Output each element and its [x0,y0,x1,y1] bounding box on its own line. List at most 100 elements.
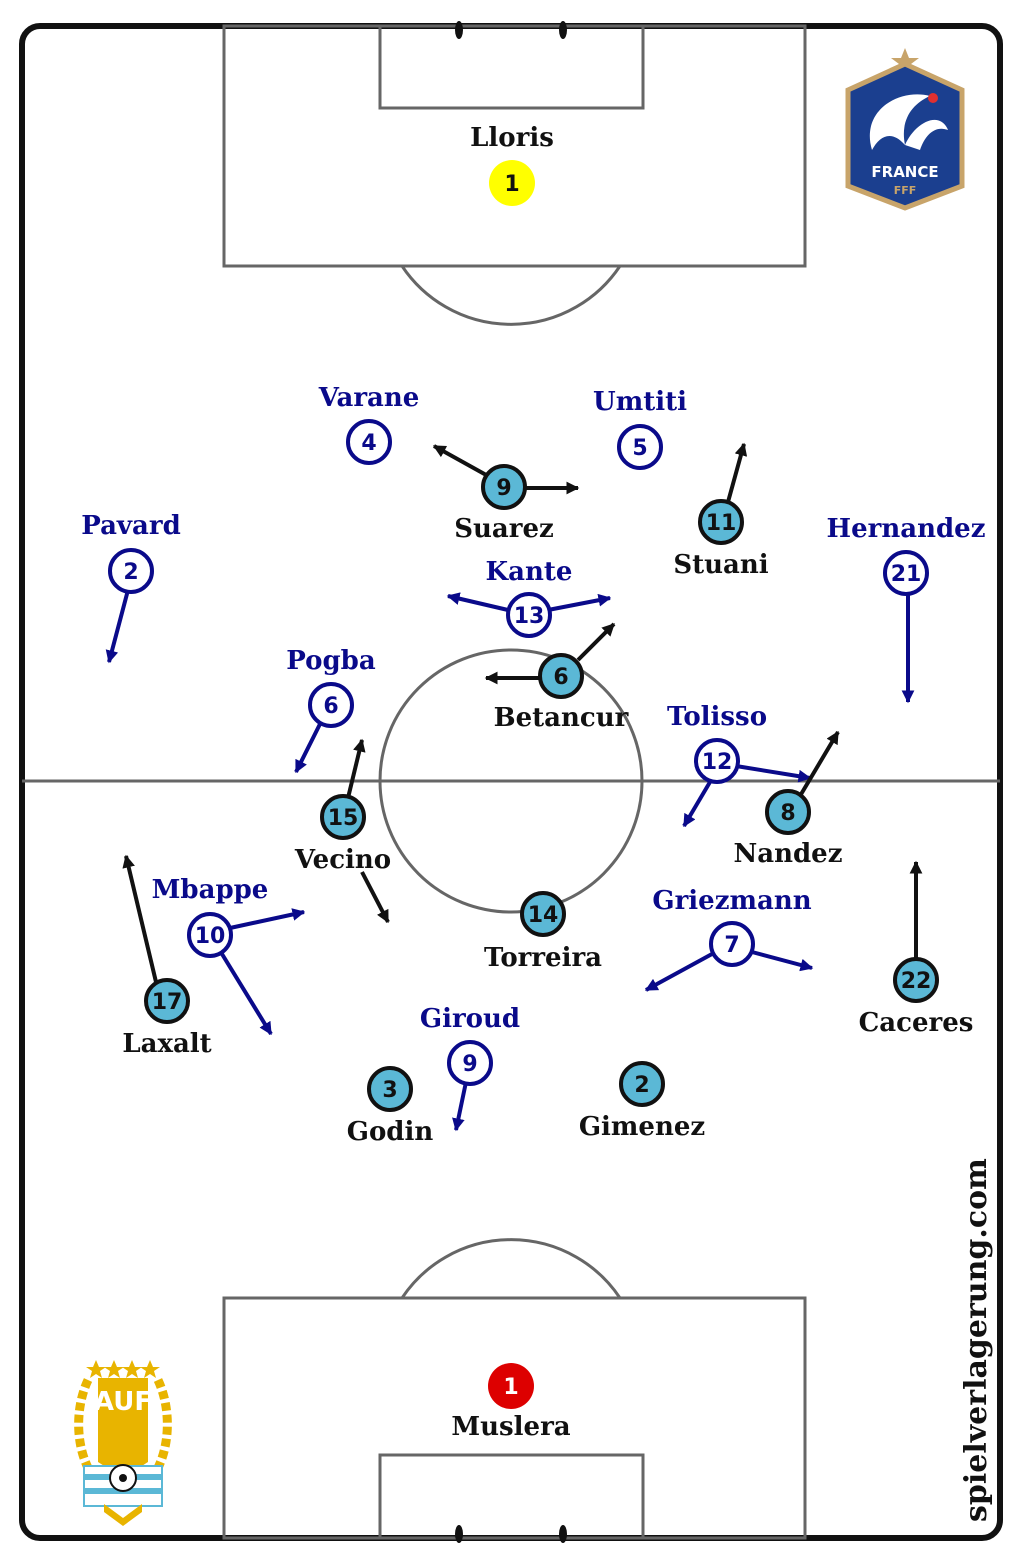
france-arrows [105,589,915,1132]
france-player: Pavard 2 [81,511,181,594]
vecino-down-arrow [360,871,390,924]
player-number: 10 [195,924,226,949]
uruguay-player: 2 Gimenez [579,1061,705,1142]
player-marker [698,499,744,545]
france-player: Varane 4 [318,383,420,465]
player-name: Torreira [484,943,602,973]
laxalt-run-arrow [122,854,158,983]
france-crest-subtext: FFF [894,184,917,197]
france-player: Pogba 6 [286,646,376,728]
player-name: Laxalt [122,1029,211,1059]
uruguay-player: 6 Betancur [494,653,629,733]
player-marker [619,1061,665,1107]
france-player: Mbappe 10 [152,875,268,958]
uruguay-crest-text: AUF [94,1387,152,1417]
player-number: 9 [496,476,511,501]
player-marker [506,592,552,638]
uruguay-arrows [122,442,923,983]
giroud-run-arrow [452,1081,468,1132]
player-number: 22 [901,969,932,994]
uruguay-player: 9 Suarez [454,464,554,544]
player-name: Giroud [420,1004,520,1034]
tolisso-right-arrow [735,764,812,783]
player-marker [709,921,755,967]
griezmann-right-arrow [751,950,814,972]
kante-left-arrow [446,592,509,612]
player-name: Varane [318,383,420,413]
kante-right-arrow [547,593,612,612]
player-name: Pogba [286,646,376,676]
player-marker [694,738,740,784]
player-name: Griezmann [652,886,811,916]
player-number: 12 [702,750,733,775]
player-marker [488,1363,534,1409]
player-number: 21 [891,562,922,587]
top-goal-post-left [455,21,463,39]
player-name: Tolisso [667,702,767,732]
top-goal-area [378,24,645,110]
player-marker [481,464,527,510]
goal-posts [455,21,567,1543]
player-number: 13 [514,604,545,629]
player-marker [187,912,233,958]
player-name: Stuani [673,550,768,580]
player-name: Nandez [733,839,842,869]
player-number: 4 [361,431,376,456]
centre-circle [378,648,644,914]
player-number: 3 [382,1078,397,1103]
top-penalty-arc [400,265,622,326]
player-name: Betancur [494,703,629,733]
player-number: 14 [528,903,559,928]
player-marker [883,550,929,596]
player-number: 1 [504,172,519,197]
player-name: Pavard [81,511,181,541]
player-marker [308,682,354,728]
griezmann-left-arrow [644,952,713,992]
uruguay-player: 17 Laxalt [122,978,212,1059]
player-marker [320,794,366,840]
player-marker [108,548,154,594]
player-name: Lloris [470,123,554,153]
france-player: Umtiti 5 [593,387,687,470]
pitch [19,23,1003,1541]
vecino-up-arrow [346,738,366,799]
top-goal-post-right [559,21,567,39]
pogba-run-arrow [294,723,322,774]
betancur-right-arrow [576,622,616,662]
player-marker [893,957,939,1003]
uruguay-goalkeeper: 1 Muslera [451,1363,571,1442]
france-goalkeeper: Lloris 1 [470,123,554,206]
player-number: 1 [503,1375,518,1400]
stuani-run-arrow [726,442,748,503]
france-crest-icon: FRANCE FFF [845,48,965,211]
nandez-run-arrow [798,730,840,798]
uruguay-player: 22 Caceres [859,957,974,1038]
france-player: Griezmann 7 [652,886,812,967]
france-crest-text: FRANCE [871,163,938,181]
uruguay-player: 15 Vecino [294,794,391,875]
france-player: Kante 13 [486,557,572,638]
player-number: 15 [328,806,359,831]
player-name: Vecino [294,845,391,875]
player-number: 8 [780,801,795,826]
player-name: Caceres [859,1008,974,1038]
player-name: Umtiti [593,387,687,417]
player-number: 7 [724,933,739,958]
player-number: 9 [462,1052,477,1077]
player-name: Hernandez [827,514,986,544]
player-marker [520,891,566,937]
france-player: Tolisso 12 [667,702,767,784]
pavard-run-arrow [105,589,130,664]
france-player: Hernandez 21 [827,514,986,596]
player-marker [765,789,811,835]
mbappe-right-arrow [229,908,306,930]
player-number: 11 [706,511,737,536]
player-name: Godin [347,1117,434,1147]
player-marker [617,424,663,470]
player-marker [489,160,535,206]
bottom-goal-post-right [559,1525,567,1543]
player-number: 2 [634,1073,649,1098]
player-number: 5 [632,436,647,461]
suarez-left-arrow [432,444,489,478]
